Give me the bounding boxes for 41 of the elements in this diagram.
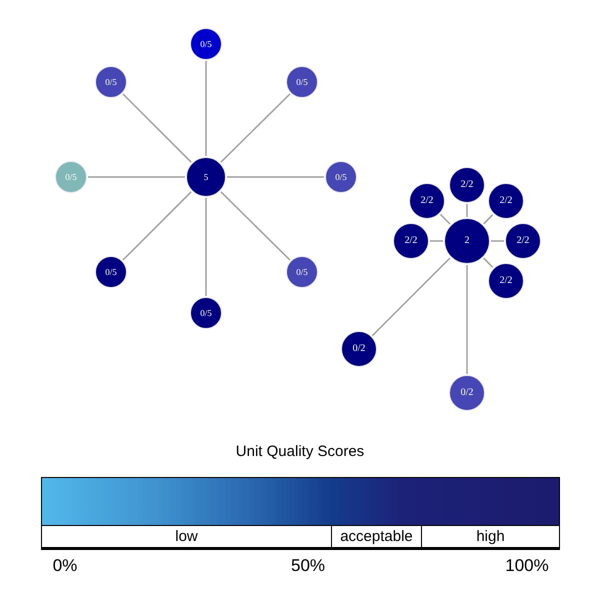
score-label: 0/5 [200, 40, 212, 48]
connector-line [483, 258, 494, 268]
connector-line [122, 93, 192, 163]
connector-line [220, 93, 290, 163]
score-label: 2/2 [420, 196, 434, 206]
connector-line [205, 198, 207, 296]
connector-line [440, 214, 451, 225]
score-label: 2/2 [460, 180, 474, 190]
percent-tick-label: 0% [52, 556, 78, 576]
score-label: 0/2 [352, 344, 366, 354]
connector-line [491, 240, 504, 242]
score-label: 5 [204, 172, 208, 182]
percent-tick-label: 100% [505, 556, 549, 576]
score-label: 0/5 [200, 308, 212, 318]
score-label: 0/5 [296, 78, 308, 86]
score-label: 2 [464, 236, 470, 246]
range-label: acceptable [340, 528, 413, 546]
connector-line [466, 265, 468, 374]
score-label: 0/5 [105, 268, 117, 276]
score-label: 2/2 [500, 196, 512, 206]
score-label: 0/5 [65, 172, 77, 182]
score-label: 0/5 [296, 268, 308, 276]
range-label: low [175, 528, 198, 546]
connector-line [466, 204, 468, 217]
legend-title: Unit Quality Scores [236, 443, 364, 461]
connector-line [88, 176, 185, 178]
connector-line [220, 191, 290, 261]
score-label: 2/2 [500, 276, 512, 286]
range-label: high [476, 528, 505, 546]
score-label: 0/5 [105, 78, 117, 86]
score-label: 2/2 [516, 236, 530, 246]
score-label: 0/5 [335, 172, 347, 182]
connector-line [483, 214, 494, 224]
connector-line [430, 240, 443, 242]
connector-line [372, 257, 451, 336]
percent-tick-label: 50% [290, 556, 326, 576]
score-label: 0/2 [460, 388, 474, 398]
connector-line [227, 176, 324, 178]
connector-line [205, 61, 207, 156]
connector-line [122, 191, 192, 261]
score-label: 2/2 [404, 236, 418, 246]
